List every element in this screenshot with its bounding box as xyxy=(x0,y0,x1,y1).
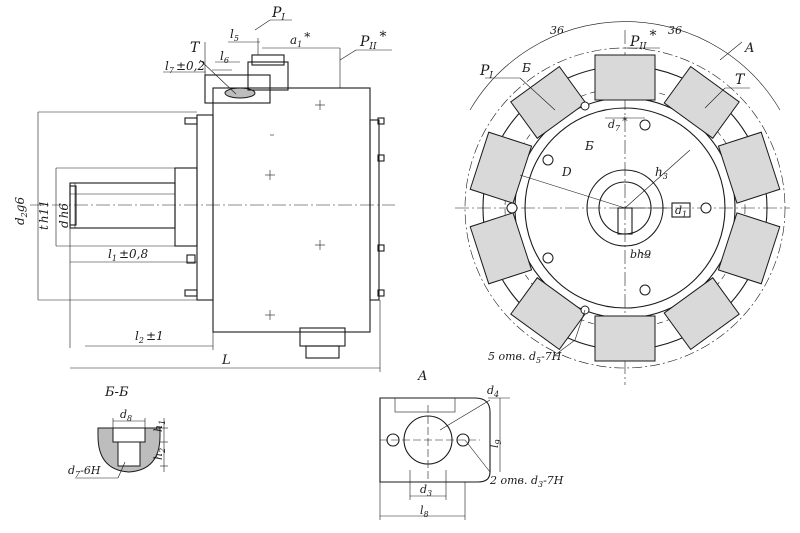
d1-label: d xyxy=(675,204,682,217)
svg-text:l8: l8 xyxy=(420,504,429,519)
p2-front-label: P xyxy=(629,34,640,50)
l7-label: l xyxy=(165,59,169,73)
h2-label: h xyxy=(152,453,165,460)
svg-text:l5: l5 xyxy=(230,27,239,43)
holes5-label: 5 отв. d xyxy=(488,350,536,363)
h3-label: h xyxy=(655,165,663,179)
svg-text:l1±0,8: l1±0,8 xyxy=(108,247,148,263)
svg-text:d3: d3 xyxy=(420,483,432,498)
svg-text:2 отв. d3-7H: 2 отв. d3-7H xyxy=(489,474,564,489)
p2-side-label: P xyxy=(359,34,370,50)
svg-text:h1: h1 xyxy=(152,420,167,432)
h1-label: h xyxy=(152,425,165,432)
d-label: d xyxy=(57,220,71,228)
l5-label: l xyxy=(230,27,234,41)
dim-36b: 36 xyxy=(668,24,682,37)
svg-text:5 отв. d5-7H: 5 отв. d5-7H xyxy=(488,350,562,365)
l2-label: l xyxy=(135,329,139,343)
svg-text:d7-6H: d7-6H xyxy=(68,464,101,479)
holes2-label: 2 отв. d xyxy=(489,474,538,487)
d3-label: d xyxy=(420,483,427,496)
p1-side-label: P xyxy=(271,5,282,21)
svg-text:PII*: PII* xyxy=(359,29,387,52)
d8-label: d xyxy=(120,408,127,421)
t-front-label: T xyxy=(735,72,746,88)
arrow-a-label: A xyxy=(744,41,754,56)
view-a: A d4 l9 2 отв. d3-7H d3 l8 xyxy=(379,369,564,520)
svg-text:d4: d4 xyxy=(487,384,499,399)
section-title: Б-Б xyxy=(104,385,129,400)
svg-text:dh6: dh6 xyxy=(57,203,71,228)
p1-front-label: P xyxy=(479,63,490,79)
bh9-label: bh9 xyxy=(630,248,651,261)
L-label: L xyxy=(221,353,231,368)
svg-text:PII*: PII* xyxy=(629,28,657,52)
b-front-label: Б xyxy=(521,61,531,75)
d7-6h-label: d xyxy=(68,464,75,477)
t-label: t xyxy=(37,225,51,230)
svg-text:d1: d1 xyxy=(675,204,687,219)
svg-text:d2g6: d2g6 xyxy=(13,197,29,225)
l8-label: l xyxy=(420,504,424,517)
d2-label: d xyxy=(13,217,27,225)
svg-text:a1*: a1* xyxy=(290,30,310,49)
svg-text:l2±1: l2±1 xyxy=(135,329,164,345)
view-a-title: A xyxy=(417,369,427,384)
l6-label: l xyxy=(220,49,224,63)
side-view: d2g6 th11 dh6 l1±0,8 l2±1 L l7±0,2 T l6 … xyxy=(13,5,395,372)
dim-36a: 36 xyxy=(550,24,564,37)
front-view: 36 36 PII* A PI Б T d7* Б D h3 d1 bh9 5 … xyxy=(455,21,790,385)
a1-label: a xyxy=(290,33,297,47)
t-side-label: T xyxy=(190,40,201,56)
svg-text:d7*: d7* xyxy=(608,115,628,133)
b-cut-label: Б xyxy=(584,139,594,153)
svg-text:h3: h3 xyxy=(655,165,668,181)
svg-text:l6: l6 xyxy=(220,49,229,65)
svg-text:d8: d8 xyxy=(120,408,132,423)
svg-text:PI: PI xyxy=(271,5,285,23)
svg-text:PI: PI xyxy=(479,63,493,81)
D-label: D xyxy=(561,165,572,179)
svg-text:l9: l9 xyxy=(488,439,503,448)
svg-text:h2: h2 xyxy=(152,448,167,460)
d4-label: d xyxy=(487,384,494,397)
d7-star-label: d xyxy=(608,118,615,131)
svg-text:l7±0,2: l7±0,2 xyxy=(165,59,205,75)
svg-text:th11: th11 xyxy=(37,200,51,230)
section-bb: Б-Б d8 h1 h2 d7-6H xyxy=(68,385,168,479)
l1-label: l xyxy=(108,247,112,261)
l9-label: l xyxy=(488,444,501,448)
